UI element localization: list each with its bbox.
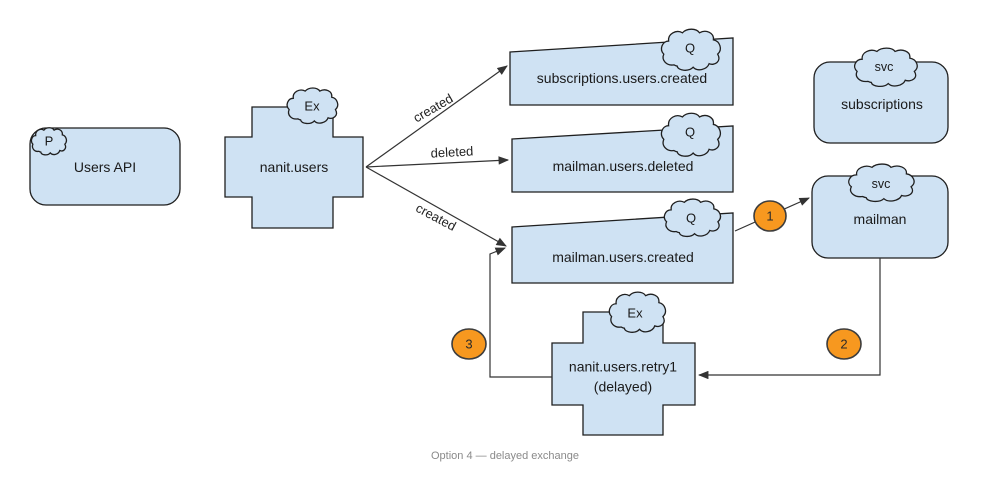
step-marker-3-label: 3 — [465, 336, 473, 352]
service-badge-label: svc — [871, 177, 891, 191]
exchange-retry-label-line2: (delayed) — [593, 379, 653, 395]
queue-badge-label: Q — [684, 40, 696, 56]
users-api-shape — [29, 127, 181, 206]
edge-mailman-to-retry-exchange — [697, 258, 881, 380]
exchange-retry-label: nanit.users.retry1 (delayed) — [569, 357, 677, 398]
users-api-label: Users API — [73, 159, 137, 175]
edge-deleted-to-mailman-deleted-queue — [365, 156, 510, 168]
queue-subscriptions-users-created-label: subscriptions.users.created — [536, 70, 708, 86]
exchange-retry-label-line1: nanit.users.retry1 — [568, 358, 678, 375]
producer-badge-label: P — [44, 133, 54, 149]
service-subscriptions-label: subscriptions — [841, 96, 923, 112]
queue-badge-label: Q — [685, 210, 697, 226]
edge-retry-back-to-queue — [489, 247, 552, 378]
step-marker-2-label: 2 — [840, 336, 848, 352]
step-marker-1-label: 1 — [766, 208, 774, 224]
diagram-caption: Option 4 — delayed exchange — [431, 450, 579, 462]
service-badge-label: svc — [874, 60, 894, 74]
exchange-badge-label: Ex — [304, 98, 320, 114]
step-marker-1-circle — [753, 200, 787, 232]
queue-mailman-users-created-label: mailman.users.created — [552, 249, 694, 265]
service-mailman-label: mailman — [853, 211, 907, 227]
exchange-nanit-users-label: nanit.users — [259, 159, 329, 175]
edge-created-to-subscriptions-queue — [365, 65, 508, 168]
queue-badge-label: Q — [684, 124, 696, 140]
exchange-retry-shape — [551, 311, 696, 436]
retry-exchange-badge-label: Ex — [627, 305, 643, 321]
step-marker-2-circle — [826, 328, 862, 360]
edge-label-deleted: deleted — [430, 143, 474, 161]
exchange-nanit-users-shape — [224, 106, 364, 229]
step-marker-3-circle — [451, 328, 487, 360]
edge-created-to-mailman-created-queue — [365, 166, 507, 247]
queue-mailman-users-deleted-label: mailman.users.deleted — [552, 158, 694, 174]
